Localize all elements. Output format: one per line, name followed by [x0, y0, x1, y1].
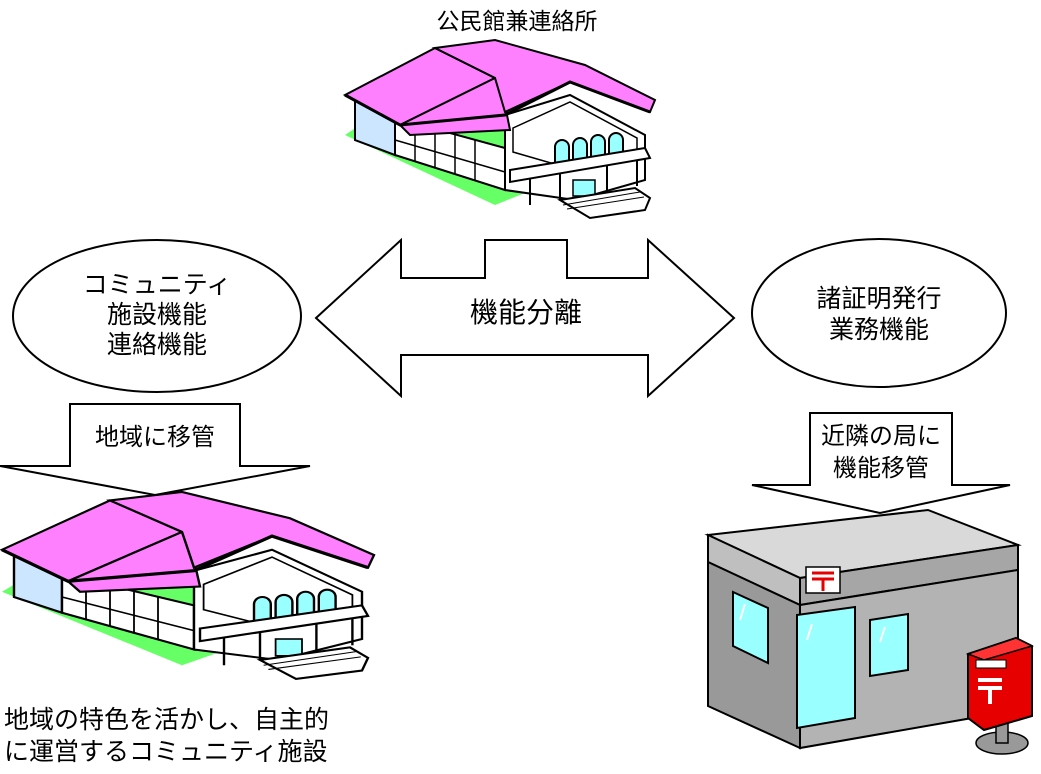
community-hall-icon — [0, 490, 376, 681]
transfer-postoffice-line-2: 機能移管 — [833, 454, 929, 482]
certificate-function-ellipse — [751, 238, 1007, 388]
bottom-caption-line-2: に運営するコミュニティ施設 — [4, 737, 328, 766]
post-office-icon — [704, 508, 1022, 750]
community-line-3: 連絡機能 — [106, 330, 207, 359]
bottom-caption: 地域の特色を活かし、自主的 に運営するコミュニティ施設 — [4, 704, 394, 768]
community-line-1: コミュニティ — [82, 270, 232, 299]
transfer-postoffice-arrow — [751, 412, 1011, 515]
transfer-postoffice-line-1: 近隣の局に — [821, 422, 941, 450]
community-hall-icon — [343, 38, 657, 220]
top-building-label: 公民館兼連絡所 — [436, 9, 598, 35]
community-function-ellipse — [12, 239, 302, 393]
community-function-text: コミュニティ 施設機能 連絡機能 — [40, 270, 274, 360]
certificate-line-1: 諸証明発行 — [816, 284, 942, 313]
transfer-region-arrow — [0, 403, 311, 497]
community-line-2: 施設機能 — [106, 300, 207, 329]
separation-arrow — [314, 237, 736, 399]
transfer-postoffice-label: 近隣の局に 機能移管 — [810, 420, 952, 484]
separation-label: 機能分離 — [469, 296, 582, 329]
mailbox-icon — [965, 636, 1035, 755]
certificate-function-text: 諸証明発行 業務機能 — [780, 283, 978, 345]
postal-mark-icon — [805, 566, 841, 594]
transfer-region-label: 地域に移管 — [95, 423, 215, 451]
certificate-line-2: 業務機能 — [828, 315, 929, 344]
bottom-caption-line-1: 地域の特色を活かし、自主的 — [4, 705, 330, 734]
